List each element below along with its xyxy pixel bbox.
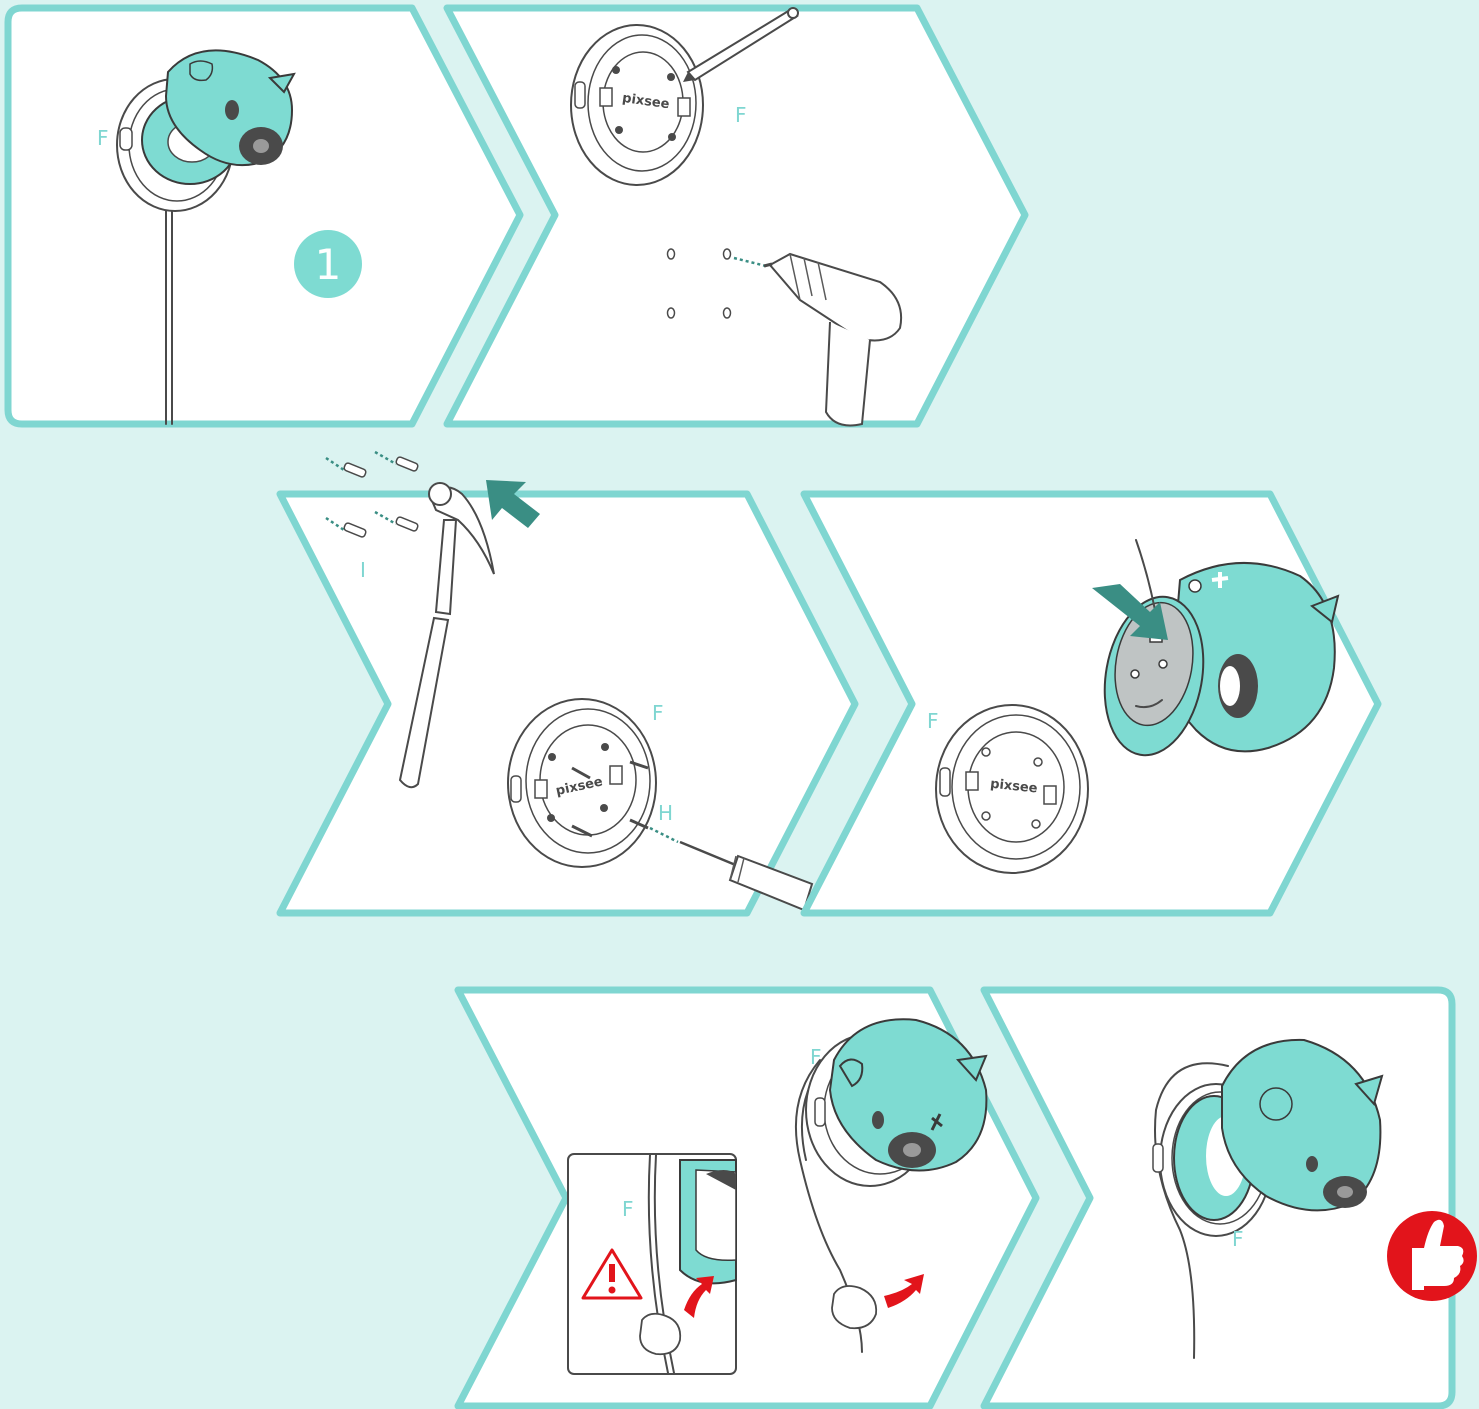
panel-6: F <box>984 990 1477 1406</box>
part-label-f: F <box>927 709 939 733</box>
panel-5: F F <box>458 990 1036 1406</box>
wall-mount-icon: pixsee <box>508 699 656 867</box>
part-label-h: H <box>658 801 673 825</box>
part-label-i: I <box>360 558 366 582</box>
wall-mount-icon: pixsee <box>936 705 1088 873</box>
part-label-f: F <box>622 1197 634 1221</box>
step-number: 1 <box>315 240 342 289</box>
hand-icon <box>640 1314 680 1354</box>
part-label-f: F <box>1232 1227 1244 1251</box>
warning-inset: F <box>568 1154 736 1374</box>
panel-3: I pixsee F H <box>280 452 855 913</box>
panel-4: pixsee F <box>804 494 1378 913</box>
part-label-f: F <box>810 1045 822 1069</box>
thumbs-up-icon <box>1387 1211 1477 1301</box>
part-label-f: F <box>735 103 747 127</box>
panel-1: F 1 <box>8 8 520 424</box>
wall-mount-icon: pixsee <box>571 25 703 185</box>
part-label-f: F <box>652 701 664 725</box>
step-badge: 1 <box>294 230 362 298</box>
part-label-f: F <box>97 126 109 150</box>
panel-2: pixsee F <box>447 8 1025 426</box>
